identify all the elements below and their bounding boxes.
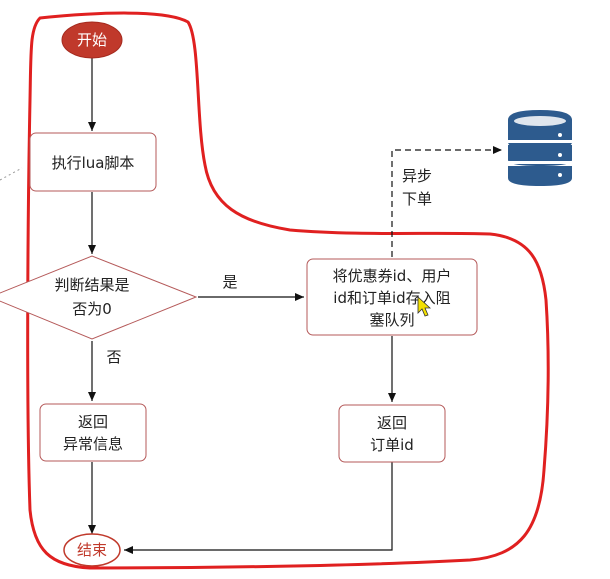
error-label-line1: 返回 bbox=[78, 413, 108, 431]
highlight-outline bbox=[26, 11, 550, 570]
error-label-line2: 异常信息 bbox=[63, 435, 123, 453]
return-id-node: 返回 订单id bbox=[338, 404, 446, 463]
enqueue-label-line3: 塞队列 bbox=[369, 311, 414, 329]
no-label: 否 bbox=[106, 348, 121, 366]
start-label: 开始 bbox=[77, 31, 107, 49]
return-id-label-line1: 返回 bbox=[377, 414, 407, 432]
edge-async-to-database bbox=[391, 146, 502, 257]
decision-node: 判断结果是 否为0 bbox=[0, 255, 198, 340]
edge-return-to-end bbox=[124, 462, 393, 554]
enqueue-node: 将优惠券id、用户 id和订单id存入阻 塞队列 bbox=[306, 258, 478, 336]
end-label: 结束 bbox=[77, 541, 107, 559]
database-icon bbox=[508, 110, 572, 186]
async-label-line1: 异步 bbox=[402, 167, 432, 185]
decision-label-line1: 判断结果是 bbox=[54, 276, 129, 294]
enqueue-label-line2: id和订单id存入阻 bbox=[333, 289, 450, 307]
async-label-line2: 下单 bbox=[402, 190, 432, 208]
yes-label: 是 bbox=[222, 273, 237, 291]
exec-lua-node: 执行lua脚本 bbox=[29, 132, 157, 192]
return-id-label-line2: 订单id bbox=[370, 436, 414, 454]
error-node: 返回 异常信息 bbox=[39, 403, 147, 462]
exec-lua-label: 执行lua脚本 bbox=[52, 154, 135, 172]
guide-line bbox=[0, 167, 23, 181]
decision-label-line2: 否为0 bbox=[72, 300, 112, 318]
cursor-icon bbox=[417, 296, 432, 317]
start-node: 开始 bbox=[61, 21, 123, 59]
end-node: 结束 bbox=[63, 533, 121, 567]
enqueue-label-line1: 将优惠券id、用户 bbox=[333, 267, 452, 285]
